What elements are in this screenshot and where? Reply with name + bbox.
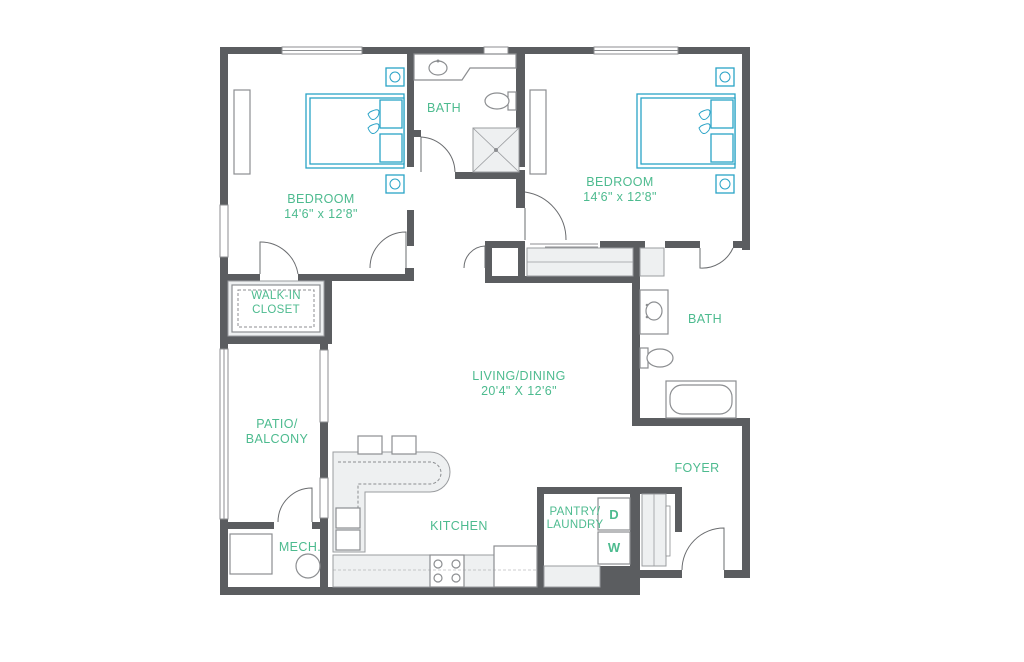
patio-label-line2: BALCONY (246, 432, 309, 446)
bedroom-left-dims: 14'6" x 12'8" (284, 207, 358, 221)
laundry-appliances (597, 497, 631, 565)
pantry-label-line2: LAUNDRY (547, 519, 604, 531)
bed-left (233, 67, 405, 194)
kitchen-fixtures (332, 435, 601, 588)
closet-label-line1: WALK-IN (251, 290, 301, 302)
bath-right-name: BATH (688, 312, 722, 326)
foyer-closet (641, 493, 671, 567)
bath-top-fixtures (413, 53, 520, 173)
bedroom-left-name: BEDROOM (287, 192, 354, 206)
mech-name: MECH. (279, 540, 321, 554)
bedroom-right-dims: 14'6" x 12'8" (583, 190, 657, 204)
bath-top-name: BATH (427, 101, 461, 115)
living-dining-dims: 20'4" X 12'6" (481, 384, 557, 398)
closet-label-line2: CLOSET (252, 304, 300, 316)
room-labels: BEDROOM 14'6" x 12'8" BEDROOM 14'6" x 12… (246, 101, 722, 555)
patio-label-line1: PATIO/ (256, 417, 298, 431)
living-dining-name: LIVING/DINING (472, 369, 565, 383)
windows (219, 46, 679, 520)
bath-right-fixtures (526, 247, 737, 419)
pantry-label-line1: PANTRY/ (550, 506, 601, 518)
foyer-name: FOYER (674, 461, 719, 475)
walk-in-closet-shelves (227, 280, 325, 337)
bedroom-right-name: BEDROOM (586, 175, 653, 189)
kitchen-name: KITCHEN (430, 519, 488, 533)
washer-label: W (608, 540, 621, 555)
bed-right (529, 67, 736, 194)
doors (259, 136, 734, 571)
mech-equipment (229, 533, 321, 579)
dryer-label: D (609, 507, 618, 522)
